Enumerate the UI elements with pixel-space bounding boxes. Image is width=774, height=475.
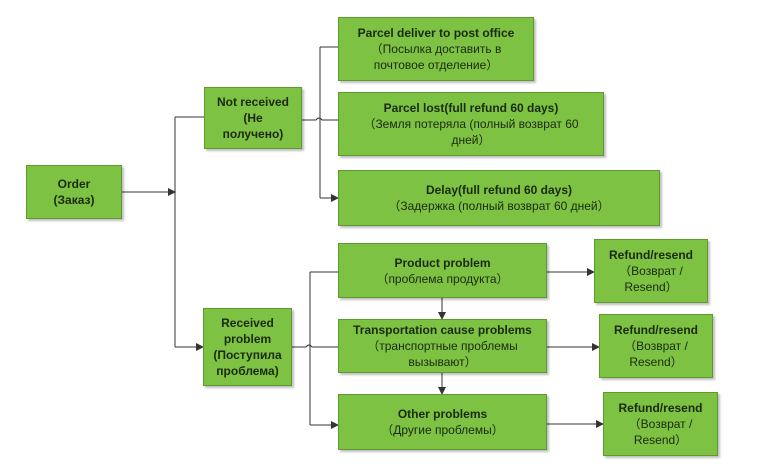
node-label-ru: (Не [243, 111, 263, 125]
node-label: Resend） [633, 433, 688, 447]
node-received-problem: Received problem (Поступила проблема) [203, 308, 292, 386]
node-parcel-lost: Parcel lost(full refund 60 days) （Земля … [338, 92, 604, 156]
node-label-ru: дней） [451, 133, 491, 147]
node-label: Not received [216, 95, 290, 109]
node-label: Received [221, 316, 274, 330]
node-refund-3: Refund/resend （Возврат / Resend） [603, 392, 718, 456]
node-label-ru: （проблема продукта） [376, 271, 509, 286]
node-label-ru: почтовое отделение） [373, 58, 499, 72]
node-parcel-post-office: Parcel deliver to post office （Посылка д… [338, 17, 534, 81]
node-label-ru: （Задержка (полный возврат 60 дней） [388, 199, 610, 213]
node-transport-problem: Transportation cause problems （транспорт… [338, 319, 547, 373]
node-label: Parcel lost(full refund 60 days) [383, 101, 559, 115]
node-label: Other problems [397, 407, 488, 421]
node-refund-2: Refund/resend （Возврат / Resend） [599, 314, 713, 378]
node-label: Refund/resend [613, 323, 698, 337]
node-label-ru: (Заказ) [53, 193, 95, 207]
node-order: Order (Заказ) [26, 165, 122, 219]
node-label: Product problem [394, 255, 491, 270]
node-not-received: Not received (Не получено) [204, 87, 302, 149]
node-label-ru: проблема) [216, 364, 279, 378]
node-label: Delay(full refund 60 days) [425, 183, 573, 197]
node-label: Resend） [629, 355, 683, 369]
node-label: Order [57, 177, 91, 191]
node-label: Refund/resend [618, 401, 703, 415]
node-label-ru: (Поступила [213, 348, 282, 362]
node-label: problem [223, 332, 272, 346]
node-label-ru: вызывают） [408, 355, 477, 369]
connector-notreceived-out [302, 117, 338, 121]
node-label: Resend） [624, 280, 678, 294]
connector-received-out [292, 344, 338, 348]
node-label-ru: （Посылка доставить в [370, 42, 502, 56]
node-label-ru: （Земля потеряла (полный возврат 60 [363, 117, 579, 131]
node-label-ru: （Возврат / [624, 339, 688, 353]
node-label-ru: получено) [222, 127, 284, 141]
node-label-ru: （Возврат / [628, 417, 693, 431]
node-label-ru: （Другие проблемы） [381, 423, 504, 437]
node-label: Refund/resend [608, 248, 693, 262]
node-delay: Delay(full refund 60 days) （Задержка (по… [338, 170, 660, 226]
node-label: Transportation cause problems [353, 323, 532, 337]
node-refund-1: Refund/resend （Возврат / Resend） [594, 239, 708, 303]
node-other-problems: Other problems （Другие проблемы） [338, 394, 547, 450]
node-product-problem: Product problem （проблема продукта） [338, 243, 547, 298]
node-label-ru: （транспортные проблемы [367, 339, 518, 353]
node-label-ru: （Возврат / [619, 264, 683, 278]
node-label: Parcel deliver to post office [357, 26, 515, 40]
